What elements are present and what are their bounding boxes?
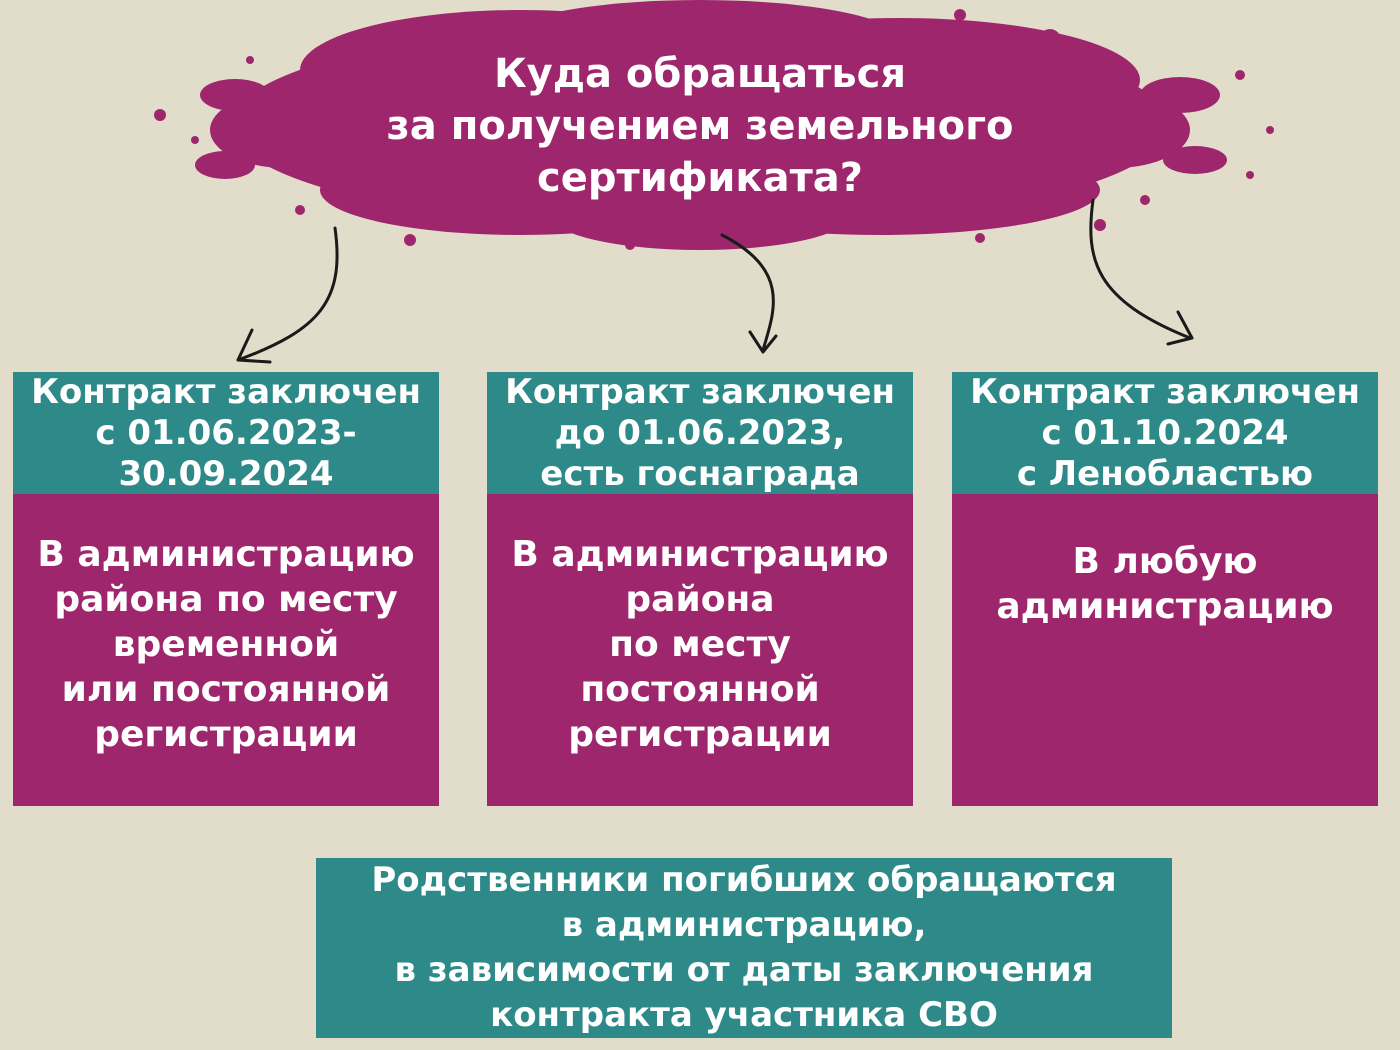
arrow-right-head [1166, 310, 1194, 346]
condition-line: Контракт заключен [31, 371, 421, 412]
condition-line: с 01.06.2023- [95, 412, 357, 453]
destination-line: регистрации [568, 714, 832, 755]
title-line: сертификата? [537, 155, 863, 201]
condition-line: с Ленобластью [1016, 453, 1314, 494]
card-destination: В любую администрацию [952, 494, 1378, 806]
main-question: Куда обращаться за получением земельного… [350, 48, 1050, 204]
title-line: Куда обращаться [493, 51, 907, 97]
destination-line: временной [112, 624, 340, 665]
card-destination: В администрацию района по месту временно… [13, 494, 439, 806]
paint-splash [154, 0, 1274, 250]
card-condition: Контракт заключен с 01.06.2023- 30.09.20… [13, 372, 439, 494]
note-line: контракта участника СВО [490, 995, 998, 1035]
destination-line: В любую [1072, 541, 1258, 582]
card-destination: В администрацию района по месту постоянн… [487, 494, 913, 806]
condition-line: есть госнаграда [540, 453, 860, 494]
arrows [236, 198, 1194, 364]
destination-line: по месту [609, 624, 791, 665]
note-line: Родственники погибших обращаются [371, 860, 1117, 900]
condition-line: Контракт заключен [970, 371, 1360, 412]
card-condition: Контракт заключен до 01.06.2023, есть го… [487, 372, 913, 494]
destination-line: В администрацию [511, 534, 889, 575]
card-contract-leningrad-region: Контракт заключен с 01.10.2024 с Ленобла… [952, 372, 1378, 806]
destination-line: администрацию [996, 586, 1334, 627]
arrow-left [236, 226, 339, 362]
destination-line: регистрации [94, 714, 358, 755]
condition-line: до 01.06.2023, [554, 412, 846, 453]
destination-line: или постоянной [61, 669, 391, 710]
title-line: за получением земельного [386, 103, 1014, 149]
destination-line: района по месту [54, 579, 398, 620]
destination-line: района [625, 579, 775, 620]
arrow-right [1089, 198, 1192, 340]
condition-line: 30.09.2024 [118, 453, 334, 494]
destination-line: постоянной [580, 669, 820, 710]
condition-line: с 01.10.2024 [1041, 412, 1289, 453]
arrow-middle [720, 233, 775, 352]
destination-line: В администрацию [37, 534, 415, 575]
card-condition: Контракт заключен с 01.10.2024 с Ленобла… [952, 372, 1378, 494]
arrow-left-head [236, 328, 272, 364]
arrow-middle-head [748, 330, 778, 354]
card-contract-before-2023: Контракт заключен до 01.06.2023, есть го… [487, 372, 913, 806]
condition-line: Контракт заключен [505, 371, 895, 412]
note-line: в зависимости от даты заключения [394, 950, 1094, 990]
relatives-note: Родственники погибших обращаются в админ… [316, 858, 1172, 1038]
note-line: в администрацию, [561, 905, 927, 945]
card-contract-2023-2024: Контракт заключен с 01.06.2023- 30.09.20… [13, 372, 439, 806]
